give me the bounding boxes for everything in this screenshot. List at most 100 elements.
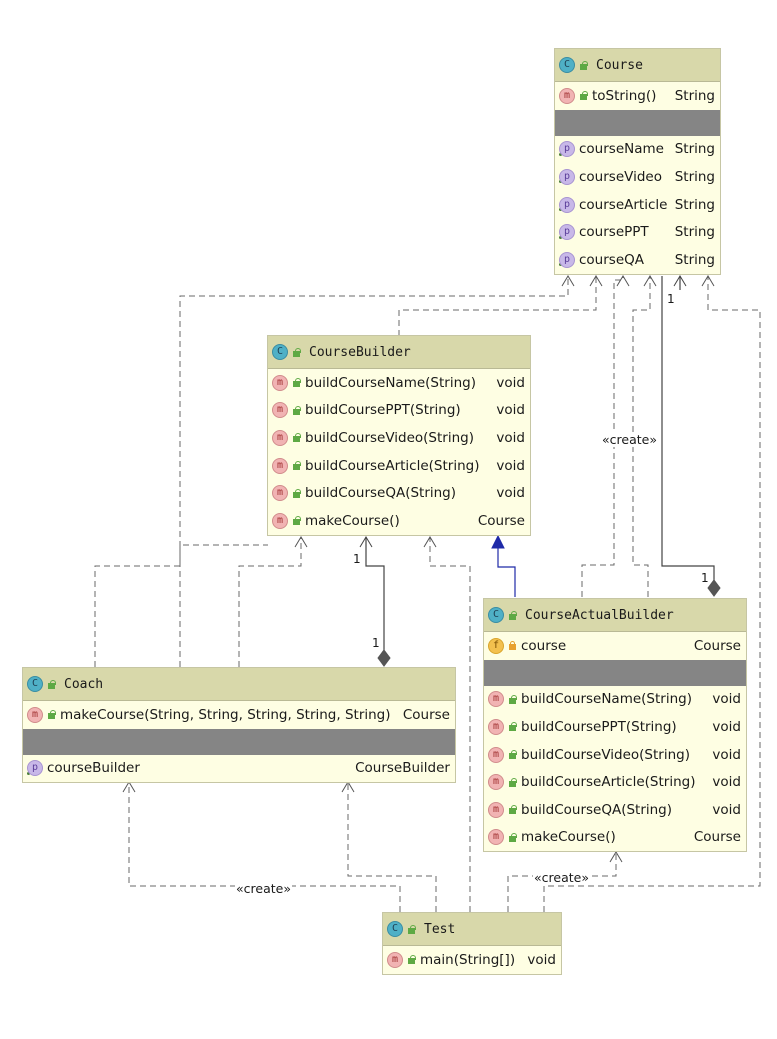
- class-test[interactable]: C Test m main(String[]) void: [382, 912, 562, 975]
- public-visibility-icon: [292, 433, 301, 443]
- edge-test-coach: [347, 782, 437, 912]
- public-visibility-icon: [292, 488, 301, 498]
- member-type: Course: [693, 637, 741, 654]
- method-row[interactable]: m toString() String: [555, 82, 720, 110]
- method-icon: m: [27, 706, 43, 723]
- member-name: buildCourseVideo(String): [305, 429, 474, 446]
- public-visibility-icon: [292, 405, 301, 415]
- method-icon: m: [559, 87, 575, 104]
- method-row[interactable]: m buildCoursePPT(String) void: [268, 397, 530, 425]
- class-icon: C: [559, 57, 575, 73]
- method-row[interactable]: m makeCourse() Course: [268, 507, 530, 535]
- property-icon: p: [559, 168, 575, 185]
- edge-coach-builder: [238, 537, 302, 667]
- property-row[interactable]: p coursePPT String: [555, 218, 720, 246]
- member-type: void: [496, 457, 525, 474]
- field-row[interactable]: f course Course: [484, 632, 746, 660]
- class-name: Coach: [64, 676, 104, 692]
- public-visibility-icon: [407, 955, 416, 965]
- method-icon: m: [272, 485, 288, 502]
- method-row[interactable]: m makeCourse(String, String, String, Str…: [23, 701, 455, 729]
- member-name: buildCoursePPT(String): [521, 718, 677, 735]
- class-coach[interactable]: C Coach m makeCourse(String, String, Str…: [22, 667, 456, 784]
- member-type: Course: [402, 706, 450, 723]
- member-name: courseVideo: [579, 168, 662, 185]
- method-row[interactable]: m buildCourseArticle(String) void: [268, 452, 530, 480]
- member-name: courseQA: [579, 251, 644, 268]
- class-name: Course: [596, 57, 643, 73]
- edge-coach-builder-composition: [365, 537, 385, 650]
- property-icon: p: [559, 251, 575, 268]
- multiplicity-builder-bottom: 1: [372, 636, 380, 650]
- method-row[interactable]: m buildCourseName(String) void: [484, 686, 746, 714]
- method-icon: m: [488, 801, 504, 818]
- class-course[interactable]: C Course m toString() String p courseNam…: [554, 48, 721, 275]
- method-icon: m: [272, 402, 288, 419]
- public-visibility-icon: [579, 91, 588, 101]
- private-visibility-icon: [508, 641, 517, 651]
- method-row[interactable]: m buildCourseQA(String) void: [268, 479, 530, 507]
- class-course-builder[interactable]: C CourseBuilder m buildCourseName(String…: [267, 335, 531, 536]
- property-icon: p: [27, 760, 43, 777]
- method-row[interactable]: m makeCourse() Course: [484, 824, 746, 852]
- composition-diamond-actual: [707, 579, 721, 597]
- property-icon: p: [559, 141, 575, 158]
- public-visibility-icon: [292, 347, 301, 357]
- member-type: void: [712, 774, 741, 791]
- member-name: buildCoursePPT(String): [305, 402, 461, 419]
- member-type: String: [674, 141, 715, 158]
- edge-test-builder: [429, 537, 471, 912]
- member-type: void: [496, 485, 525, 502]
- multiplicity-builder-top: 1: [353, 552, 361, 566]
- property-row[interactable]: p courseQA String: [555, 246, 720, 274]
- public-visibility-icon: [292, 461, 301, 471]
- method-icon: m: [488, 691, 504, 708]
- method-row[interactable]: m buildCoursePPT(String) void: [484, 713, 746, 741]
- class-header: C CourseActualBuilder: [484, 599, 746, 632]
- public-visibility-icon: [508, 750, 517, 760]
- method-icon: m: [272, 429, 288, 446]
- member-name: makeCourse(): [305, 512, 400, 529]
- property-row[interactable]: p courseBuilder CourseBuilder: [23, 755, 455, 783]
- edge-test-course: [543, 276, 761, 912]
- method-icon: m: [488, 746, 504, 763]
- member-name: buildCourseQA(String): [521, 801, 673, 818]
- method-row[interactable]: m buildCourseQA(String) void: [484, 796, 746, 824]
- property-row[interactable]: p courseVideo String: [555, 163, 720, 191]
- method-icon: m: [387, 951, 403, 968]
- method-row[interactable]: m main(String[]) void: [383, 946, 561, 974]
- method-icon: m: [488, 774, 504, 791]
- method-row[interactable]: m buildCourseArticle(String) void: [484, 768, 746, 796]
- public-visibility-icon: [508, 722, 517, 732]
- property-row[interactable]: p courseName String: [555, 136, 720, 164]
- member-name: main(String[]): [420, 951, 516, 968]
- edge-actual-course-composition: [661, 276, 715, 584]
- member-type: String: [674, 196, 715, 213]
- method-row[interactable]: m buildCourseVideo(String) void: [268, 424, 530, 452]
- multiplicity-course-top: 1: [667, 292, 675, 306]
- class-name: CourseBuilder: [309, 344, 411, 360]
- public-visibility-icon: [292, 516, 301, 526]
- class-header: C CourseBuilder: [268, 336, 530, 369]
- create-label-course: «create»: [601, 432, 658, 447]
- member-type: void: [496, 429, 525, 446]
- member-name: makeCourse(): [521, 829, 616, 846]
- member-name: courseName: [579, 141, 664, 158]
- method-row[interactable]: m buildCourseVideo(String) void: [484, 741, 746, 769]
- member-type: Course: [693, 829, 741, 846]
- class-course-actual-builder[interactable]: C CourseActualBuilder f course Course m …: [483, 598, 747, 853]
- edge-builder-course: [398, 276, 597, 336]
- composition-diamond-coach: [377, 649, 391, 667]
- member-type: void: [527, 951, 556, 968]
- public-visibility-icon: [508, 777, 517, 787]
- member-name: buildCourseQA(String): [305, 485, 457, 502]
- create-label-coach: «create»: [235, 881, 292, 896]
- member-type: CourseBuilder: [355, 760, 450, 777]
- method-row[interactable]: m buildCourseName(String) void: [268, 369, 530, 397]
- member-name: courseBuilder: [47, 760, 140, 777]
- public-visibility-icon: [508, 832, 517, 842]
- property-row[interactable]: p courseArticle String: [555, 191, 720, 219]
- class-icon: C: [387, 921, 403, 937]
- member-name: buildCourseName(String): [305, 374, 476, 391]
- member-name: course: [521, 637, 567, 654]
